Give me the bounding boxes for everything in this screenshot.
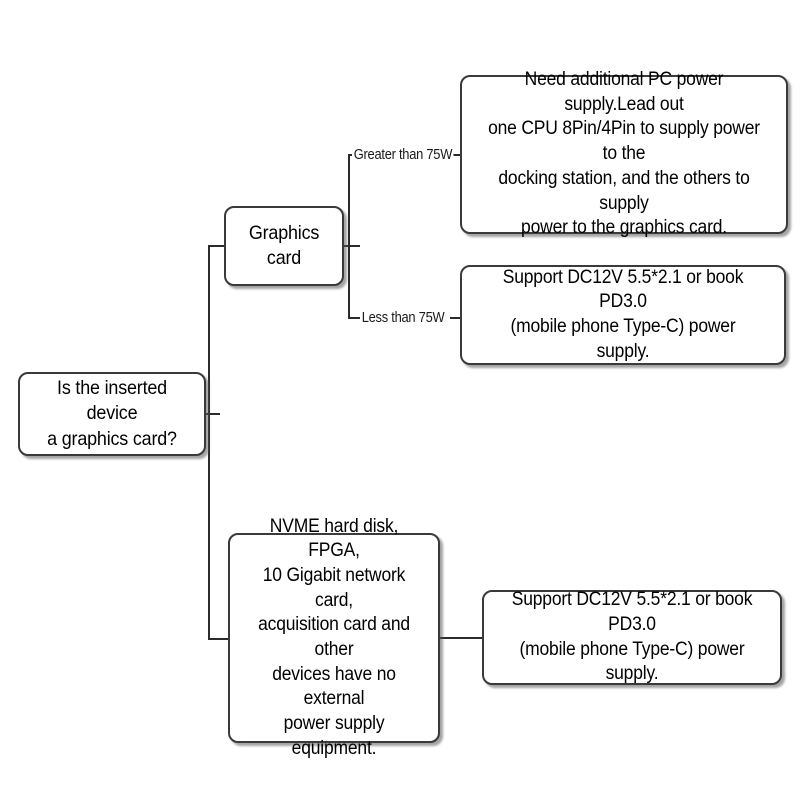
node-external-psu-label: Need additional PC power supply.Lead out…: [488, 69, 760, 239]
node-root-question-label: Is the inserted device a graphics card?: [47, 376, 177, 450]
node-graphics-card-label: Graphics card: [248, 221, 320, 269]
connector-branch-greater-75w-right: [448, 154, 462, 156]
connector-root-trunk: [208, 246, 210, 640]
connector-graphics-card-trunk: [348, 155, 350, 318]
node-dc-support-bottom[interactable]: Support DC12V 5.5*2.1 or book PD3.0 (mob…: [482, 589, 782, 685]
connector-other-devices-to-dc-support: [440, 637, 484, 639]
connector-root-to-other-devices: [208, 638, 230, 640]
edge-label-greater-than-75w: Greater than 75W: [352, 146, 454, 163]
node-root-question[interactable]: Is the inserted device a graphics card?: [18, 372, 206, 456]
node-dc-support-top[interactable]: Support DC12V 5.5*2.1 or book PD3.0 (mob…: [460, 265, 786, 365]
edge-label-less-than-75w: Less than 75W: [360, 309, 447, 326]
node-dc-support-bottom-label: Support DC12V 5.5*2.1 or book PD3.0 (mob…: [511, 589, 753, 685]
node-external-psu[interactable]: Need additional PC power supply.Lead out…: [460, 69, 788, 238]
connector-branch-less-75w-right: [450, 317, 462, 319]
connector-graphics-card-stub: [344, 245, 360, 247]
node-other-devices-label: NVME hard disk, FPGA, 10 Gigabit network…: [258, 515, 410, 759]
node-graphics-card[interactable]: Graphics card: [224, 206, 344, 286]
node-dc-support-top-label: Support DC12V 5.5*2.1 or book PD3.0 (mob…: [502, 266, 744, 362]
connector-branch-less-75w-left: [348, 317, 362, 319]
connector-root-stub: [206, 413, 220, 415]
node-other-devices[interactable]: NVME hard disk, FPGA, 10 Gigabit network…: [228, 516, 440, 759]
connector-root-to-graphics-card: [208, 245, 226, 247]
